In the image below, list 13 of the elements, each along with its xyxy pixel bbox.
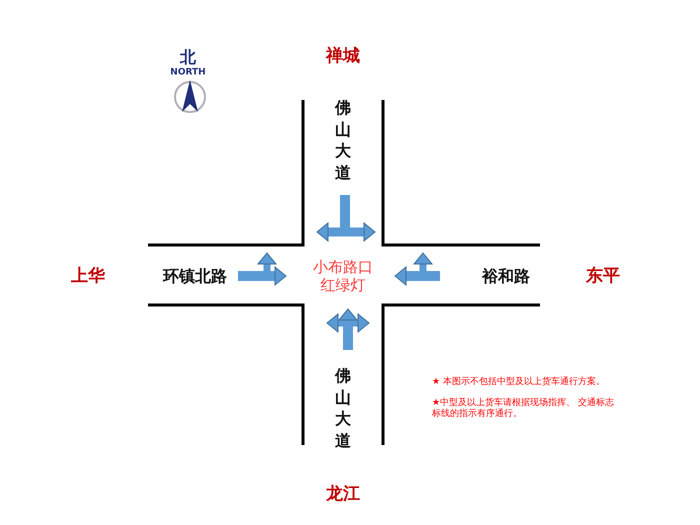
road-name: 佛山大道 (335, 364, 351, 452)
road-name: 环镇北路 (163, 266, 227, 286)
place-name: 龙江 (326, 484, 360, 504)
road-name: 佛山大道 (335, 96, 351, 184)
intersection-label: 小布路口红绿灯 (312, 258, 374, 294)
note-text: ★ 本图示不包括中型及以上货车通行方案。 (432, 377, 606, 388)
road-name: 裕和路 (482, 266, 530, 286)
note-text: ★中型及以上货车请根据现场指挥、 交通标志标线的指示有序通行。 (432, 398, 615, 420)
compass-label: 北 (180, 47, 196, 67)
compass-label: NORTH (170, 68, 206, 78)
place-name: 东平 (586, 266, 620, 286)
place-name: 上华 (71, 266, 105, 286)
place-name: 禅城 (326, 46, 360, 66)
